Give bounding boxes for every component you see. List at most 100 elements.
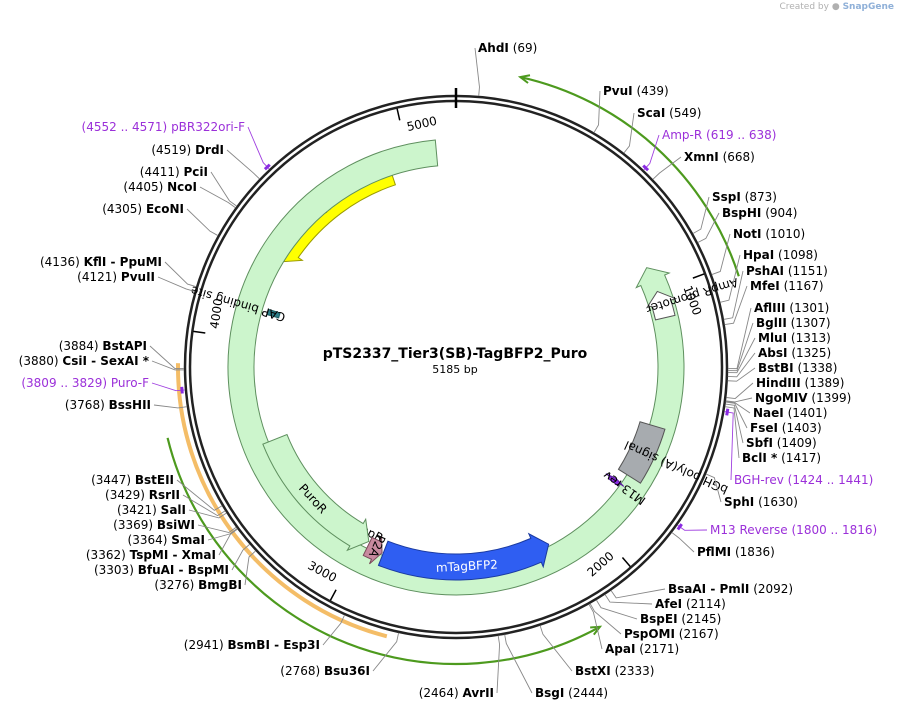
enzyme-site-csii-sexai-[interactable]: (3880) CsiI - SexAI *: [19, 354, 150, 368]
enzyme-site-bsshii[interactable]: (3768) BssHII: [65, 398, 151, 412]
enzyme-site-avrii[interactable]: (2464) AvrII: [419, 686, 494, 700]
enzyme-site-sspi[interactable]: SspI (873): [712, 190, 777, 204]
site-position: (1167): [784, 279, 824, 293]
site-position: (1010): [765, 227, 805, 241]
backbone-rings: [183, 88, 729, 640]
site-name: pBR322ori-F: [171, 120, 245, 134]
enzyme-site-bsphi[interactable]: BspHI (904): [722, 206, 798, 220]
enzyme-site-kfli-ppumi[interactable]: (4136) KflI - PpuMI: [40, 255, 162, 269]
leader-line: [671, 532, 695, 553]
enzyme-site-afei[interactable]: AfeI (2114): [655, 597, 726, 611]
site-label: SspI (873): [712, 190, 777, 204]
site-label: BsgI (2444): [535, 686, 608, 700]
leader-line: [589, 603, 622, 635]
primer-site-pbr322ori-f[interactable]: (4552 .. 4571) pBR322ori-F: [82, 120, 246, 134]
leader-line: [539, 625, 573, 672]
enzyme-site-sbfi[interactable]: SbfI (1409): [746, 436, 817, 450]
leader-line: [697, 212, 720, 243]
site-position: (1409): [777, 436, 817, 450]
site-label: NaeI (1401): [753, 406, 827, 420]
leader-line: [711, 233, 731, 275]
enzyme-site-apai[interactable]: ApaI (2171): [605, 642, 679, 656]
site-name: AbsI: [758, 346, 787, 360]
enzyme-site-sphi[interactable]: SphI (1630): [724, 495, 798, 509]
enzyme-site-xmni[interactable]: XmnI (668): [684, 150, 755, 164]
site-label: M13 Reverse (1800 .. 1816): [710, 523, 877, 537]
site-name: KflI - PpuMI: [84, 255, 162, 269]
enzyme-site-pspomi[interactable]: PspOMI (2167): [624, 627, 719, 641]
enzyme-site-mfei[interactable]: MfeI (1167): [750, 279, 824, 293]
enzyme-site-ahdi[interactable]: AhdI (69): [478, 41, 537, 55]
enzyme-site-bsu36i[interactable]: (2768) Bsu36I: [280, 664, 370, 678]
enzyme-site-fsei[interactable]: FseI (1403): [750, 421, 822, 435]
primer-site-m13-reverse[interactable]: M13 Reverse (1800 .. 1816): [710, 523, 877, 537]
enzyme-site-bcli-[interactable]: BclI * (1417): [742, 451, 821, 465]
site-position: (2092): [753, 582, 793, 596]
enzyme-site-absi[interactable]: AbsI (1325): [758, 346, 831, 360]
site-position: (1325): [791, 346, 831, 360]
enzyme-site-rsrii[interactable]: (3429) RsrII: [105, 488, 180, 502]
enzyme-site-bstapi[interactable]: (3884) BstAPI: [59, 339, 147, 353]
enzyme-site-bmgbi[interactable]: (3276) BmgBI: [154, 578, 242, 592]
enzyme-site-hindiii[interactable]: HindIII (1389): [756, 376, 844, 390]
enzyme-site-mlui[interactable]: MluI (1313): [758, 331, 831, 345]
enzyme-site-tspmi-xmai[interactable]: (3362) TspMI - XmaI: [86, 548, 216, 562]
enzyme-site-bspei[interactable]: BspEI (2145): [640, 612, 721, 626]
site-position: (904): [765, 206, 797, 220]
enzyme-site-drdi[interactable]: (4519) DrdI: [151, 143, 224, 157]
leader-line: [623, 112, 635, 154]
site-name: PspOMI: [624, 627, 675, 641]
enzyme-site-hpai[interactable]: HpaI (1098): [743, 248, 818, 262]
enzyme-site-afliii[interactable]: AflIII (1301): [754, 301, 829, 315]
site-label: (4136) KflI - PpuMI: [40, 255, 162, 269]
enzyme-site-bglii[interactable]: BglII (1307): [756, 316, 831, 330]
primer-site-amp-r[interactable]: Amp-R (619 .. 638): [662, 128, 776, 142]
leader-line: [727, 337, 756, 374]
leader-line: [322, 614, 345, 646]
enzyme-site-pvui[interactable]: PvuI (439): [603, 84, 669, 98]
site-name: BsmBI - Esp3I: [228, 638, 320, 652]
site-name: BstAPI: [102, 339, 147, 353]
site-label: (4405) NcoI: [123, 180, 197, 194]
site-label: HindIII (1389): [756, 376, 844, 390]
site-name: Bsu36I: [324, 664, 370, 678]
leader-line: [725, 401, 748, 429]
site-name: DrdI: [195, 143, 224, 157]
site-name: BsgI: [535, 686, 564, 700]
enzyme-site-pshai[interactable]: PshAI (1151): [746, 264, 828, 278]
site-position: (3429): [105, 488, 145, 502]
primer-site-puro-f[interactable]: (3809 .. 3829) Puro-F: [21, 376, 149, 390]
enzyme-site-noti[interactable]: NotI (1010): [733, 227, 805, 241]
site-label: (3809 .. 3829) Puro-F: [21, 376, 149, 390]
enzyme-site-ngomiv[interactable]: NgoMIV (1399): [755, 391, 851, 405]
site-position: (2114): [686, 597, 726, 611]
enzyme-site-econi[interactable]: (4305) EcoNI: [102, 202, 184, 216]
enzyme-site-pflmi[interactable]: PflMI (1836): [697, 545, 775, 559]
enzyme-site-bsteii[interactable]: (3447) BstEII: [91, 473, 174, 487]
leader-line: [692, 196, 710, 234]
site-position: (1301): [789, 301, 829, 315]
site-position: (3809 .. 3829): [21, 376, 107, 390]
leader-line: [197, 524, 237, 533]
enzyme-site-bsaai-pmli[interactable]: BsaAI - PmlI (2092): [668, 582, 793, 596]
site-label: (3276) BmgBI: [154, 578, 242, 592]
enzyme-site-scai[interactable]: ScaI (549): [637, 106, 701, 120]
enzyme-site-pvuii[interactable]: (4121) PvuII: [77, 270, 155, 284]
enzyme-site-sali[interactable]: (3421) SalI: [117, 503, 186, 517]
enzyme-site-bsiwi[interactable]: (3369) BsiWI: [113, 518, 195, 532]
site-name: BstBI: [758, 361, 794, 375]
site-position: (3362): [86, 548, 126, 562]
enzyme-site-bstxi[interactable]: BstXI (2333): [575, 664, 654, 678]
enzyme-site-bstbi[interactable]: BstBI (1338): [758, 361, 837, 375]
feature-shape: [377, 532, 550, 581]
plasmid-title: pTS2337_Tier3(SB)-TagBFP2_Puro: [323, 346, 588, 362]
enzyme-site-bsgi[interactable]: BsgI (2444): [535, 686, 608, 700]
enzyme-site-ncoi[interactable]: (4405) NcoI: [123, 180, 197, 194]
enzyme-site-pcii[interactable]: (4411) PciI: [140, 165, 208, 179]
leader-line: [372, 632, 400, 672]
primer-site-bgh-rev[interactable]: BGH-rev (1424 .. 1441): [734, 473, 873, 487]
enzyme-site-bsmbi-esp3i[interactable]: (2941) BsmBI - Esp3I: [184, 638, 320, 652]
enzyme-site-smai[interactable]: (3364) SmaI: [128, 533, 205, 547]
enzyme-site-bfuai-bspmi[interactable]: (3303) BfuAI - BspMI: [94, 563, 229, 577]
enzyme-site-naei[interactable]: NaeI (1401): [753, 406, 827, 420]
